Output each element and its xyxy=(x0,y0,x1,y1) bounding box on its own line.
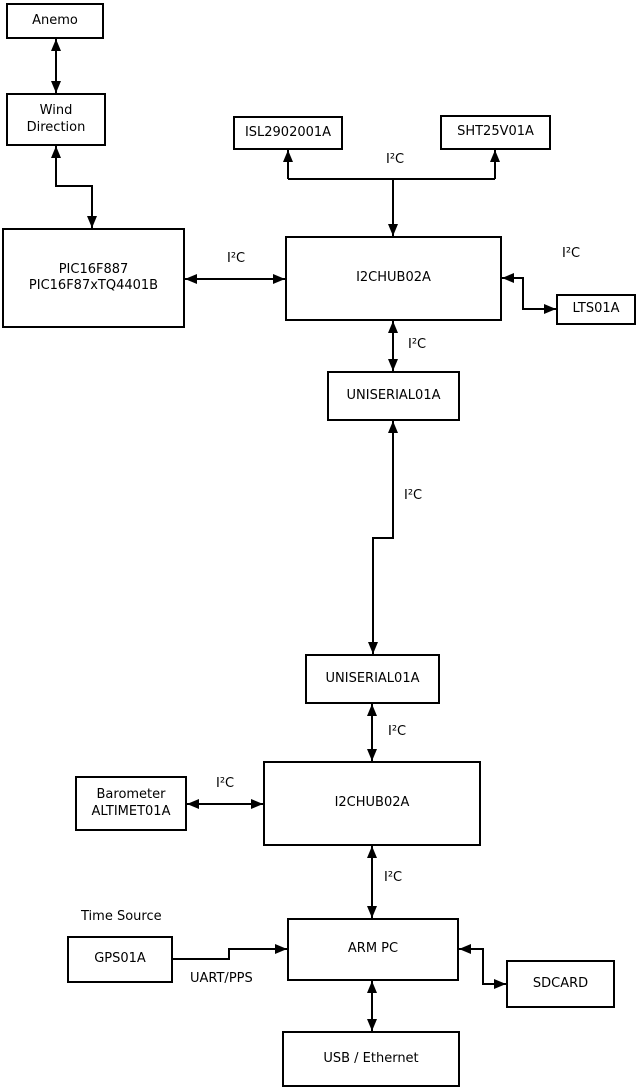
label-i2c-sensors-tee: I²C xyxy=(386,152,405,167)
box-sdcard: SDCARD xyxy=(506,960,615,1008)
label-i2c-pic-hub1: I²C xyxy=(227,251,246,266)
box-sdcard-label: SDCARD xyxy=(532,975,589,991)
box-usb-ethernet-label: USB / Ethernet xyxy=(323,1050,419,1066)
box-uniserial-1-label: UNISERIAL01A xyxy=(346,387,441,403)
box-wind-direction: Wind Direction xyxy=(6,93,106,146)
connector-gps-armpc xyxy=(173,944,287,960)
connector-hub1-lts xyxy=(502,273,556,314)
box-barometer: Barometer ALTIMET01A xyxy=(75,776,187,831)
connector-wind-pic xyxy=(51,146,97,228)
connector-uniserial1-uniserial2 xyxy=(368,421,398,654)
label-i2c-uniserial2-hub2: I²C xyxy=(388,724,407,739)
box-uniserial-2: UNISERIAL01A xyxy=(305,654,440,704)
box-arm-pc: ARM PC xyxy=(287,918,459,981)
label-time-source: Time Source xyxy=(81,909,162,924)
box-anemometer: Anemo xyxy=(6,3,104,39)
box-lts01a: LTS01A xyxy=(556,294,636,325)
box-wind-direction-label-line1: Wind xyxy=(39,103,73,119)
box-sht25v01a: SHT25V01A xyxy=(440,115,551,150)
box-sht25v01a-label: SHT25V01A xyxy=(457,124,534,140)
label-uart-pps: UART/PPS xyxy=(190,971,253,986)
box-barometer-label-line1: Barometer xyxy=(96,787,166,803)
connector-armpc-sdcard xyxy=(459,944,506,989)
box-isl2902001a: ISL2902001A xyxy=(233,116,343,150)
box-pic-label-line1: PIC16F887 xyxy=(58,261,129,277)
box-wind-direction-label-line2: Direction xyxy=(26,119,86,135)
box-uniserial-1: UNISERIAL01A xyxy=(327,371,460,421)
box-i2c-hub-2: I2CHUB02A xyxy=(263,761,481,846)
label-i2c-uniserial-link: I²C xyxy=(404,488,423,503)
box-pic-label-line2: PIC16F87xTQ4401B xyxy=(28,278,159,293)
box-anemometer-label: Anemo xyxy=(32,12,78,28)
label-i2c-hub1-uniserial1: I²C xyxy=(408,337,427,352)
box-i2c-hub-1-label: I2CHUB02A xyxy=(356,270,431,286)
box-isl2902001a-label: ISL2902001A xyxy=(244,124,332,140)
box-usb-ethernet: USB / Ethernet xyxy=(282,1031,460,1087)
box-gps01a-label: GPS01A xyxy=(94,951,146,967)
box-pic-microcontroller: PIC16F887 PIC16F87xTQ4401B xyxy=(2,228,185,328)
label-i2c-barometer-hub2: I²C xyxy=(216,776,235,791)
box-gps01a: GPS01A xyxy=(67,936,173,983)
box-barometer-label-line2: ALTIMET01A xyxy=(91,803,171,819)
box-lts01a-label: LTS01A xyxy=(572,301,620,317)
box-i2c-hub-1: I2CHUB02A xyxy=(285,236,502,321)
box-arm-pc-label: ARM PC xyxy=(347,941,399,957)
label-i2c-hub2-armpc: I²C xyxy=(384,870,403,885)
box-i2c-hub-2-label: I2CHUB02A xyxy=(334,795,410,811)
label-i2c-hub1-lts: I²C xyxy=(562,246,581,261)
box-uniserial-2-label: UNISERIAL01A xyxy=(325,670,420,686)
